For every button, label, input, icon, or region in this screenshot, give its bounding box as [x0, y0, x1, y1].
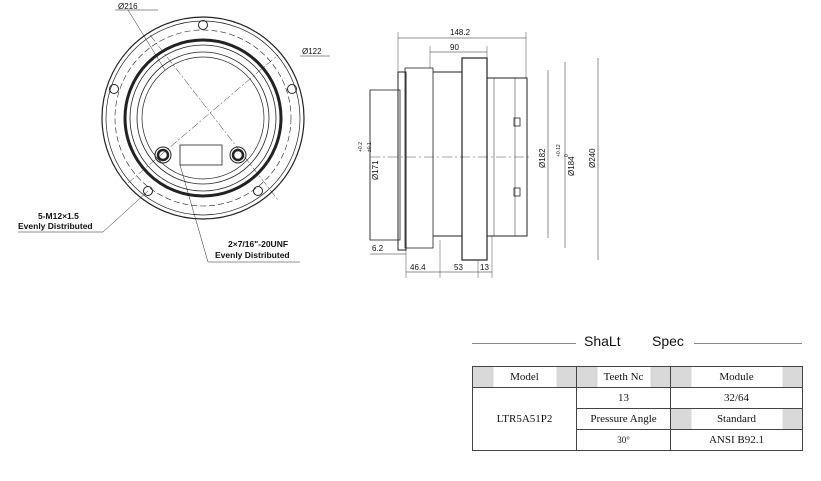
- dim-dia-240: Ø240: [588, 148, 597, 168]
- dim-dia-171: Ø171: [371, 160, 380, 180]
- spec-title: ShaLt Spec: [472, 333, 802, 353]
- port: [154, 146, 172, 164]
- table-row: Model Teeth Nc Module: [472, 366, 803, 388]
- header-model: Model: [472, 366, 577, 388]
- bolt-note-line1: 5-M12×1.5: [38, 211, 79, 221]
- tol-184-bot: 0: [564, 154, 570, 157]
- port-note-line1: 2×7/16"-20UNF: [228, 239, 288, 249]
- dim-dia-184: Ø184: [567, 156, 576, 176]
- tol-171-mid: ±0.1: [367, 142, 373, 152]
- port: [229, 146, 247, 164]
- table-row: LTR5A51P2 13 32/64: [472, 387, 803, 451]
- dim-6-2: 6.2: [372, 244, 384, 253]
- model-value: LTR5A51P2: [472, 387, 577, 451]
- standard-label: Standard: [670, 408, 803, 430]
- title-rule-right: [694, 343, 802, 344]
- bolt-hole: [109, 84, 119, 94]
- dim-13: 13: [480, 263, 489, 272]
- table-row: Pressure Angle Standard: [473, 408, 803, 430]
- bolt-note-line2: Evenly Distributed: [18, 221, 93, 231]
- spec-title-right: Spec: [652, 333, 684, 349]
- dim-dia-182: Ø182: [538, 148, 547, 168]
- tol-171-top: +0.2: [358, 142, 364, 152]
- side-view: [369, 32, 599, 278]
- port-note-line2: Evenly Distributed: [215, 250, 290, 260]
- bolt-hole: [253, 186, 263, 196]
- module-value: 32/64: [670, 387, 803, 409]
- dim-53: 53: [454, 263, 463, 272]
- teeth-value: 13: [576, 387, 671, 409]
- pressure-angle-label: Pressure Angle: [576, 408, 671, 430]
- dim-length-90: 90: [450, 43, 459, 52]
- spec-title-left: ShaLt: [584, 333, 621, 349]
- dim-inner-diameter: Ø122: [302, 47, 322, 56]
- dim-46-4: 46.4: [410, 263, 426, 272]
- spec-table: Model Teeth Nc Module LTR5A51P2 13 32/64…: [472, 366, 803, 451]
- header-teeth: Teeth Nc: [576, 366, 671, 388]
- technical-drawing: Ø216 Ø122 5-M12×1.5 Evenly Distributed 2…: [18, 2, 599, 278]
- dim-overall-length: 148.2: [450, 28, 471, 37]
- front-view: [18, 9, 330, 263]
- dim-outer-diameter: Ø216: [118, 2, 138, 11]
- header-module: Module: [670, 366, 803, 388]
- table-row: 30° ANSI B92.1: [473, 429, 803, 451]
- pressure-angle-value: 30°: [576, 429, 671, 451]
- standard-value: ANSI B92.1: [670, 429, 803, 451]
- bolt-hole: [198, 20, 208, 30]
- bolt-hole: [143, 186, 153, 196]
- bolt-hole: [287, 84, 297, 94]
- tol-184-top: +0.12: [556, 144, 562, 157]
- title-rule-left: [472, 343, 576, 344]
